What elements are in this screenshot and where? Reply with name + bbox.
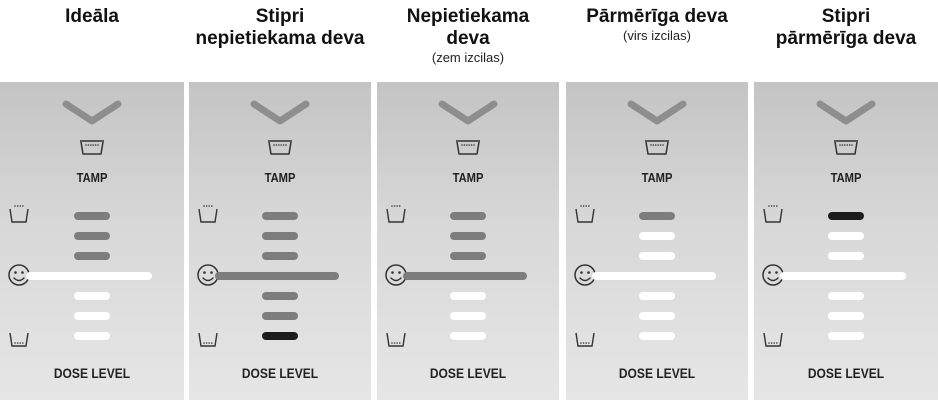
- panel-title: Nepietiekama: [406, 6, 530, 27]
- dose-level-label: DOSE LEVEL: [618, 365, 696, 381]
- tamp-container-icon: [834, 140, 858, 155]
- low-basket-icon: [763, 332, 783, 347]
- smiley-icon: [8, 264, 30, 286]
- chevron-down-icon: [62, 100, 122, 125]
- smiley-icon: [574, 264, 596, 286]
- panel-header: Stipri pārmērīga deva: [754, 0, 938, 80]
- gauge-panel: TAMP DOSE LEVEL: [189, 82, 371, 400]
- smiley-icon: [197, 264, 219, 286]
- tamp-label: TAMP: [452, 170, 484, 185]
- full-basket-icon: [386, 205, 406, 223]
- dose-panel-severely-over: Stipri pārmērīga deva TAMP DOSE LEVEL: [754, 0, 938, 400]
- dose-level-label: DOSE LEVEL: [429, 365, 507, 381]
- gauge-panel: TAMP DOSE LEVEL: [566, 82, 748, 400]
- low-basket-icon: [386, 332, 406, 347]
- dose-panel-under: Nepietiekama deva (zem izcilas) TAMP DOS…: [377, 0, 559, 400]
- low-basket-icon: [198, 332, 218, 347]
- low-basket-icon: [9, 332, 29, 347]
- dose-panel-ideal: Ideāla TAMP DOSE LEVEL: [0, 0, 184, 400]
- panel-title: Stipri: [255, 6, 305, 27]
- tamp-label: TAMP: [76, 170, 108, 185]
- dose-panel-severely-under: Stipri nepietiekama deva TAMP DOSE LEVEL: [189, 0, 371, 400]
- panel-header: Nepietiekama deva (zem izcilas): [377, 0, 559, 80]
- dose-level-label: DOSE LEVEL: [241, 365, 319, 381]
- tamp-label: TAMP: [830, 170, 862, 185]
- panel-title-line2: pārmērīga deva: [775, 28, 917, 49]
- tamp-container-icon: [456, 140, 480, 155]
- gauge-panel: TAMP DOSE LEVEL: [0, 82, 184, 400]
- tamp-container-icon: [645, 140, 669, 155]
- tamp-label: TAMP: [641, 170, 673, 185]
- panel-subtitle: (zem izcilas): [431, 50, 505, 65]
- tamp-container-icon: [80, 140, 104, 155]
- panel-title: Ideāla: [65, 6, 119, 27]
- full-basket-icon: [198, 205, 218, 223]
- dose-panel-over: Pārmērīga deva (virs izcilas) TAMP DOSE …: [566, 0, 748, 400]
- full-basket-icon: [575, 205, 595, 223]
- panel-subtitle: (virs izcilas): [623, 28, 691, 43]
- panel-title: Stipri: [821, 6, 871, 27]
- smiley-icon: [385, 264, 407, 286]
- chevron-down-icon: [816, 100, 876, 125]
- panel-header: Pārmērīga deva (virs izcilas): [566, 0, 748, 80]
- gauge-panel: TAMP DOSE LEVEL: [754, 82, 938, 400]
- full-basket-icon: [9, 205, 29, 223]
- chevron-down-icon: [438, 100, 498, 125]
- gauge-panel: TAMP DOSE LEVEL: [377, 82, 559, 400]
- tamp-container-icon: [268, 140, 292, 155]
- panel-title-line2: nepietiekama deva: [195, 28, 365, 49]
- dose-level-label: DOSE LEVEL: [807, 365, 885, 381]
- smiley-icon: [762, 264, 784, 286]
- panel-header: Ideāla: [0, 0, 184, 80]
- full-basket-icon: [763, 205, 783, 223]
- low-basket-icon: [575, 332, 595, 347]
- panel-header: Stipri nepietiekama deva: [189, 0, 371, 80]
- dose-level-label: DOSE LEVEL: [53, 365, 131, 381]
- panel-title-line2: deva: [446, 28, 490, 49]
- tamp-label: TAMP: [264, 170, 296, 185]
- chevron-down-icon: [627, 100, 687, 125]
- panel-title: Pārmērīga deva: [586, 6, 728, 27]
- chevron-down-icon: [250, 100, 310, 125]
